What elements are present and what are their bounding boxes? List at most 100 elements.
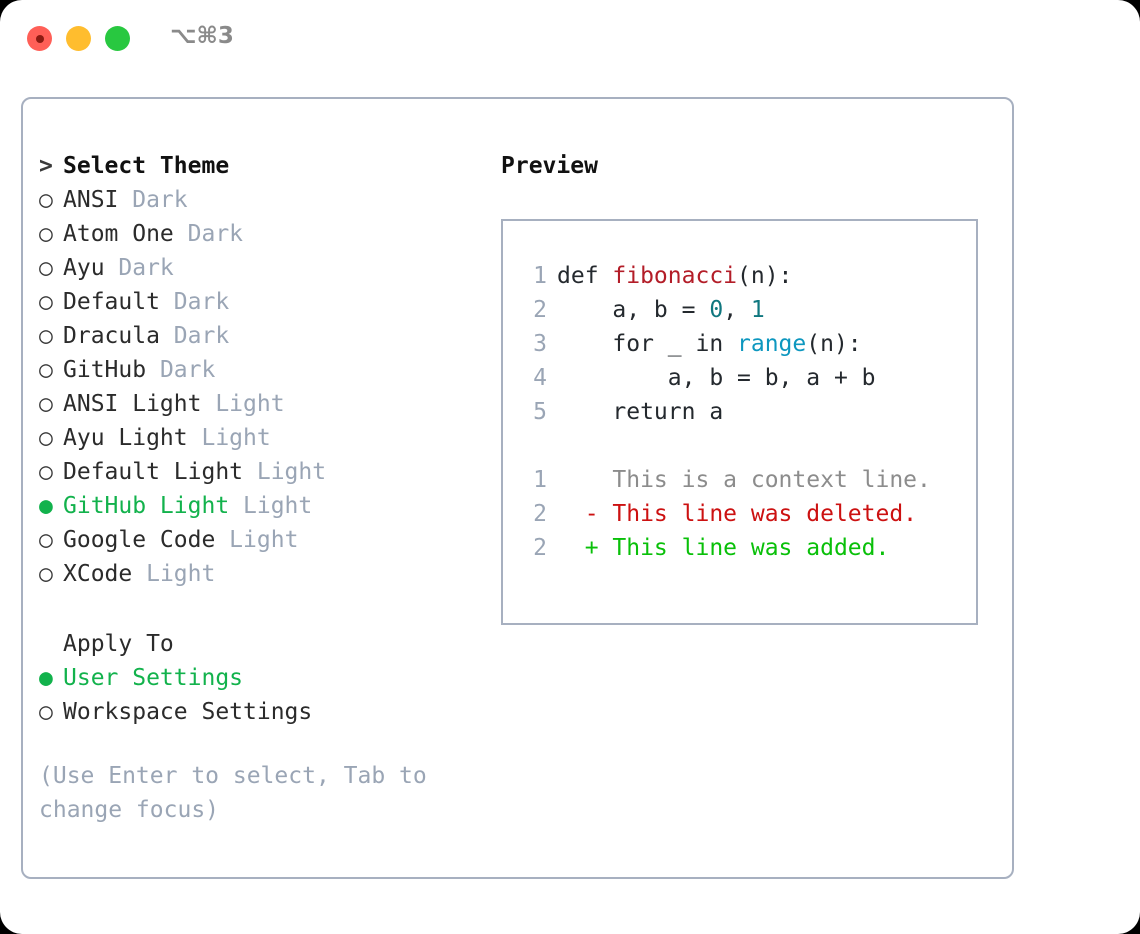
theme-variant: Light bbox=[201, 391, 285, 417]
theme-variant: Light bbox=[243, 459, 327, 485]
prompt-caret-icon: > bbox=[39, 153, 53, 179]
keyboard-shortcut-label: ⌥⌘3 bbox=[170, 23, 234, 49]
radio-unselected-icon: ○ bbox=[39, 357, 53, 383]
line-number: 1 bbox=[533, 263, 547, 289]
radio-unselected-icon: ○ bbox=[39, 289, 53, 315]
minimize-button[interactable] bbox=[66, 26, 91, 51]
theme-name: ANSI bbox=[63, 187, 119, 213]
theme-variant: Dark bbox=[159, 323, 230, 349]
radio-unselected-icon: ○ bbox=[39, 255, 53, 281]
radio-unselected-icon: ○ bbox=[39, 323, 53, 349]
theme-variant: Dark bbox=[104, 255, 174, 281]
theme-list-item[interactable]: ○Atom One Dark bbox=[39, 217, 479, 251]
code-token: a, b = bbox=[612, 297, 710, 323]
theme-name: Default bbox=[63, 289, 160, 315]
diff-line: 1 This is a context line. bbox=[521, 463, 976, 497]
theme-list-item[interactable]: ●GitHub Light Light bbox=[39, 489, 479, 523]
theme-list-item[interactable]: ○ ANSI Dark bbox=[39, 183, 479, 217]
window-controls bbox=[27, 26, 130, 51]
code-line: 3 for _ in range(n): bbox=[521, 327, 976, 361]
diff-line: 2 + This line was added. bbox=[521, 531, 976, 565]
line-number: 4 bbox=[533, 365, 547, 391]
hint-text: (Use Enter to select, Tab to change focu… bbox=[39, 763, 427, 823]
theme-variant: Dark bbox=[146, 357, 216, 383]
apply-to-heading: Apply To bbox=[63, 631, 174, 657]
theme-list-item[interactable]: ○ Default Light Light bbox=[39, 455, 479, 489]
theme-variant: Light bbox=[187, 425, 271, 451]
code-token: a, b = b, a + b bbox=[667, 365, 876, 391]
theme-name: Ayu bbox=[63, 255, 105, 281]
diff-text: - This line was deleted. bbox=[557, 501, 918, 527]
theme-list-item[interactable]: ○ Dracula Dark bbox=[39, 319, 479, 353]
line-number: 2 bbox=[533, 535, 547, 561]
line-number: 5 bbox=[533, 399, 547, 425]
theme-variant: Dark bbox=[159, 289, 230, 315]
apply-to-label: Workspace Settings bbox=[63, 699, 313, 725]
theme-name: Dracula bbox=[63, 323, 160, 349]
radio-unselected-icon: ○ bbox=[39, 425, 53, 451]
code-token: , bbox=[723, 297, 751, 323]
theme-list-item[interactable]: ○Google Code Light bbox=[39, 523, 479, 557]
line-number: 1 bbox=[533, 467, 547, 493]
code-line: 1 def fibonacci(n): bbox=[521, 259, 976, 293]
line-number: 2 bbox=[533, 297, 547, 323]
theme-variant: Light bbox=[132, 561, 216, 587]
theme-name: Ayu Light bbox=[63, 425, 188, 451]
radio-unselected-icon: ○ bbox=[39, 459, 53, 485]
apply-to-item[interactable]: ○ Workspace Settings bbox=[39, 695, 479, 729]
code-token: fibonacci bbox=[612, 263, 738, 289]
radio-unselected-icon: ○ bbox=[39, 527, 53, 553]
theme-list-item[interactable]: ○XCode Light bbox=[39, 557, 479, 591]
line-number: 2 bbox=[533, 501, 547, 527]
close-button[interactable] bbox=[27, 26, 52, 51]
theme-variant: Dark bbox=[118, 187, 188, 213]
diff-text: This is a context line. bbox=[557, 467, 931, 493]
theme-list[interactable]: ○ ANSI Dark ○ Atom One Dark ○ Ayu Dark ○ Defaul… bbox=[39, 183, 479, 591]
theme-list-item[interactable]: ○ GitHub Dark bbox=[39, 353, 479, 387]
code-token: return a bbox=[612, 399, 724, 425]
theme-list-item[interactable]: ○ Ayu Light Light bbox=[39, 421, 479, 455]
apply-to-list[interactable]: ● User Settings ○ Workspace Settings bbox=[39, 661, 479, 729]
theme-name: GitHub Light bbox=[63, 493, 230, 519]
code-token: 0 bbox=[709, 297, 724, 323]
radio-unselected-icon: ○ bbox=[39, 699, 53, 725]
code-line: 2 a, b = 0, 1 bbox=[521, 293, 976, 327]
code-token: (n): bbox=[737, 263, 793, 289]
radio-unselected-icon: ○ bbox=[39, 561, 53, 587]
theme-list-heading: > Select Theme bbox=[39, 149, 479, 183]
theme-name: Atom One bbox=[63, 221, 174, 247]
theme-name: ANSI Light bbox=[63, 391, 202, 417]
code-diff-spacer bbox=[521, 429, 976, 463]
zoom-button[interactable] bbox=[105, 26, 130, 51]
theme-list-item[interactable]: ○ ANSI Light Light bbox=[39, 387, 479, 421]
apply-to-label: User Settings bbox=[63, 665, 244, 691]
theme-list-heading-label: Select Theme bbox=[63, 153, 230, 179]
title-bar: ⌥⌘3 bbox=[0, 0, 1140, 76]
diff-sample: 1 This is a context line.2 - This line w… bbox=[521, 463, 976, 565]
radio-unselected-icon: ○ bbox=[39, 187, 53, 213]
code-token: 1 bbox=[750, 297, 765, 323]
theme-selector-panel: > Select Theme ○ ANSI Dark ○ Atom One Dark ○ A… bbox=[21, 97, 1014, 879]
theme-list-item[interactable]: ○ Ayu Dark bbox=[39, 251, 479, 285]
theme-list-item[interactable]: ○ Default Dark bbox=[39, 285, 479, 319]
theme-name: GitHub bbox=[63, 357, 147, 383]
preview-title: Preview bbox=[501, 153, 598, 179]
code-token: range bbox=[737, 331, 807, 357]
diff-text: + This line was added. bbox=[557, 535, 890, 561]
radio-unselected-icon: ○ bbox=[39, 221, 53, 247]
radio-selected-icon: ● bbox=[39, 493, 53, 519]
line-number: 3 bbox=[533, 331, 547, 357]
apply-to-item[interactable]: ● User Settings bbox=[39, 661, 479, 695]
theme-list-column: > Select Theme ○ ANSI Dark ○ Atom One Dark ○ A… bbox=[39, 149, 479, 827]
diff-line: 2 - This line was deleted. bbox=[521, 497, 976, 531]
code-line: 5 return a bbox=[521, 395, 976, 429]
radio-selected-icon: ● bbox=[39, 665, 53, 691]
section-spacer bbox=[39, 591, 479, 627]
theme-name: Default Light bbox=[63, 459, 244, 485]
radio-unselected-icon: ○ bbox=[39, 391, 53, 417]
code-token: def bbox=[557, 263, 613, 289]
